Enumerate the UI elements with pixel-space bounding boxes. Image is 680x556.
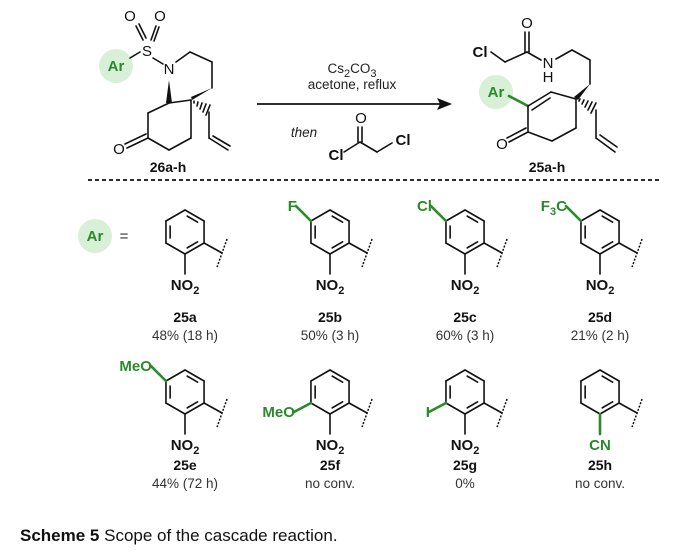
- aryl-entry-25f: NO2 MeO 25f no conv.: [262, 369, 373, 491]
- ar-label: Ar: [488, 84, 505, 101]
- sulfur-atom: S: [142, 43, 152, 60]
- oxygen-atom: O: [154, 8, 166, 25]
- ortho-substituent: NO2: [316, 277, 345, 297]
- arrowhead-icon: [437, 98, 452, 110]
- compound-yield: 48% (18 h): [152, 328, 218, 343]
- ar-highlight: [99, 49, 133, 83]
- equals-sign: =: [120, 228, 129, 245]
- scope-ar-label: Ar: [87, 228, 104, 245]
- aryl-entry-25a: NO2 25a 48% (18 h): [152, 209, 228, 343]
- compound-yield: no conv.: [305, 476, 355, 491]
- acyl-oxygen: O: [355, 110, 367, 127]
- ortho-substituent: NO2: [171, 277, 200, 297]
- amide-hydrogen: H: [543, 69, 554, 86]
- compound-yield: no conv.: [575, 476, 625, 491]
- aryl-entry-25g: NO2 I 25g 0%: [426, 369, 508, 491]
- ring-substituent: MeO: [262, 404, 295, 421]
- ring-substituent: Cl: [417, 198, 432, 215]
- aryl-entry-25e: NO2 MeO 25e 44% (72 h): [119, 358, 228, 491]
- aryl-entry-25b: NO2 F 25b 50% (3 h): [288, 198, 373, 343]
- nitrogen-atom: N: [164, 61, 175, 78]
- compound-yield: 21% (2 h): [571, 328, 630, 343]
- compound-label: 25d: [588, 309, 612, 325]
- caption-text: Scope of the cascade reaction.: [99, 526, 338, 545]
- ar-highlight: [78, 219, 112, 253]
- compound-label: 25f: [320, 457, 341, 473]
- ring-substituent: MeO: [119, 358, 152, 375]
- reaction-scheme: Ar S O O N O: [78, 8, 660, 491]
- starting-material-structure: Ar S O O N O: [99, 8, 231, 175]
- attachment-wavy-bond: [496, 398, 508, 428]
- aryl-entry-25c: NO2 Cl 25c 60% (3 h): [417, 198, 508, 343]
- starting-material-label: 26a-h: [150, 159, 187, 175]
- compound-label: 25a: [173, 309, 197, 325]
- chlorine-atom: Cl: [329, 147, 344, 164]
- ring-substituent: I: [426, 404, 430, 421]
- ketone-oxygen: O: [496, 136, 508, 153]
- attachment-wavy-bond: [361, 398, 373, 428]
- solvent-conditions: acetone, reflux: [308, 77, 397, 92]
- attachment-wavy-bond: [216, 238, 228, 268]
- compound-label: 25c: [453, 309, 477, 325]
- chlorine-atom: Cl: [473, 44, 488, 61]
- ortho-substituent: NO2: [451, 277, 480, 297]
- attachment-wavy-bond: [361, 238, 373, 268]
- attachment-wavy-bond: [216, 398, 228, 428]
- product-structure: Cl O N H Ar O: [473, 15, 618, 175]
- compound-yield: 50% (3 h): [301, 328, 360, 343]
- compound-label: 25g: [453, 457, 477, 473]
- amide-nitrogen: N: [543, 55, 554, 72]
- amide-oxygen: O: [521, 15, 533, 32]
- compound-label: 25h: [588, 457, 612, 473]
- scope-grid: NO2 25a 48% (18 h) NO2 F 25b 50% (3 h) NO2 Cl 25c…: [119, 198, 643, 491]
- caption-label: Scheme 5: [20, 526, 100, 545]
- oxygen-atom: O: [124, 8, 136, 25]
- compound-yield: 44% (72 h): [152, 476, 218, 491]
- ortho-substituent: NO2: [316, 437, 345, 457]
- figure-caption: Scheme 5 Scope of the cascade reaction.: [20, 526, 338, 546]
- ar-highlight: [479, 75, 513, 109]
- reagent-cs2co3: Cs2CO3: [328, 61, 377, 80]
- ortho-substituent: NO2: [451, 437, 480, 457]
- compound-yield: 60% (3 h): [436, 328, 495, 343]
- compound-yield: 0%: [455, 476, 475, 491]
- compound-label: 25e: [173, 457, 197, 473]
- ortho-substituent: CN: [589, 437, 611, 454]
- then-label: then: [291, 125, 317, 140]
- aryl-entry-25h: CN 25h no conv.: [575, 369, 643, 491]
- ring-substituent: F: [288, 198, 297, 215]
- ar-label: Ar: [108, 58, 125, 75]
- aryl-entry-25d: NO2 F3C 25d 21% (2 h): [541, 198, 643, 343]
- ketone-oxygen: O: [113, 141, 125, 158]
- ring-substituent: F3C: [541, 198, 567, 218]
- attachment-wavy-bond: [496, 238, 508, 268]
- ortho-substituent: NO2: [171, 437, 200, 457]
- attachment-wavy-bond: [631, 398, 643, 428]
- product-label: 25a-h: [529, 159, 566, 175]
- reaction-arrow-group: Cs2CO3 acetone, reflux then O Cl Cl: [257, 61, 452, 164]
- ortho-substituent: NO2: [586, 277, 615, 297]
- compound-label: 25b: [318, 309, 342, 325]
- attachment-wavy-bond: [631, 238, 643, 268]
- chlorine-atom: Cl: [396, 132, 411, 149]
